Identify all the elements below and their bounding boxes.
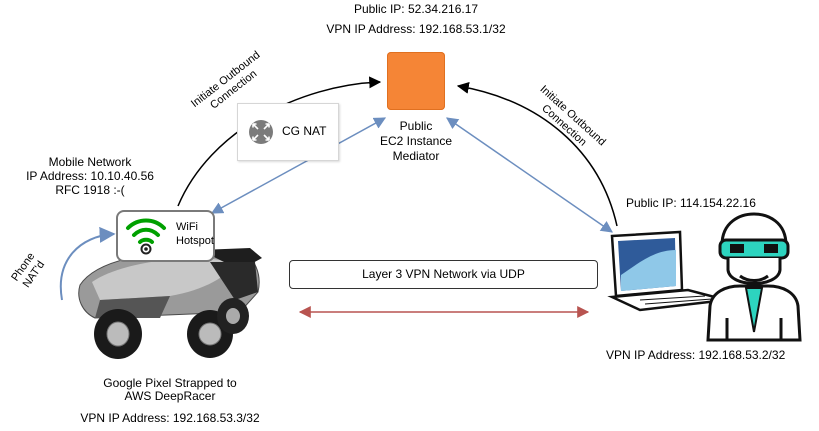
nat-arrows-icon xyxy=(249,120,273,144)
vpn-network-label: Layer 3 VPN Network via UDP xyxy=(289,260,598,289)
phone-nat-arrow xyxy=(59,226,116,301)
ec2-laptop-link xyxy=(446,117,613,233)
ec2-public-ip: Public IP: 52.34.216.17 xyxy=(353,2,479,16)
ec2-vpn-ip: VPN IP Address: 192.168.53.1/32 xyxy=(326,22,506,36)
car-vpn-ip: VPN IP Address: 192.168.53.3/32 xyxy=(80,411,260,425)
wifi-icon xyxy=(126,218,166,255)
ec2-label-line1: Public xyxy=(399,119,433,133)
car-label-line2: AWS DeepRacer xyxy=(124,389,216,403)
car-label-line1: Google Pixel Strapped to xyxy=(103,376,237,390)
laptop-public-ip: Public IP: 114.154.22.16 xyxy=(626,196,756,210)
ec2-label-line3: Mediator xyxy=(392,149,440,163)
mobile-rfc: RFC 1918 :-( xyxy=(55,183,125,197)
laptop-vpn-ip: VPN IP Address: 192.168.53.2/32 xyxy=(606,348,786,362)
ec2-phone-link xyxy=(210,117,387,214)
hotspot-label-line1: WiFi xyxy=(176,221,198,233)
mobile-network-title: Mobile Network xyxy=(48,155,132,169)
laptop-icon xyxy=(607,230,727,312)
engineer-user-icon xyxy=(706,212,802,342)
ec2-instance-icon xyxy=(387,52,445,110)
mobile-ip: IP Address: 10.10.40.56 xyxy=(26,169,154,183)
cg-nat-label: CG NAT xyxy=(282,124,327,138)
phone-hotspot: WiFi Hotspot xyxy=(116,210,215,262)
ec2-label-line2: EC2 Instance xyxy=(379,134,453,148)
deepracer-car-icon xyxy=(78,248,262,359)
hotspot-label-line2: Hotspot xyxy=(176,235,214,247)
cg-nat-box: CG NAT xyxy=(237,103,339,161)
